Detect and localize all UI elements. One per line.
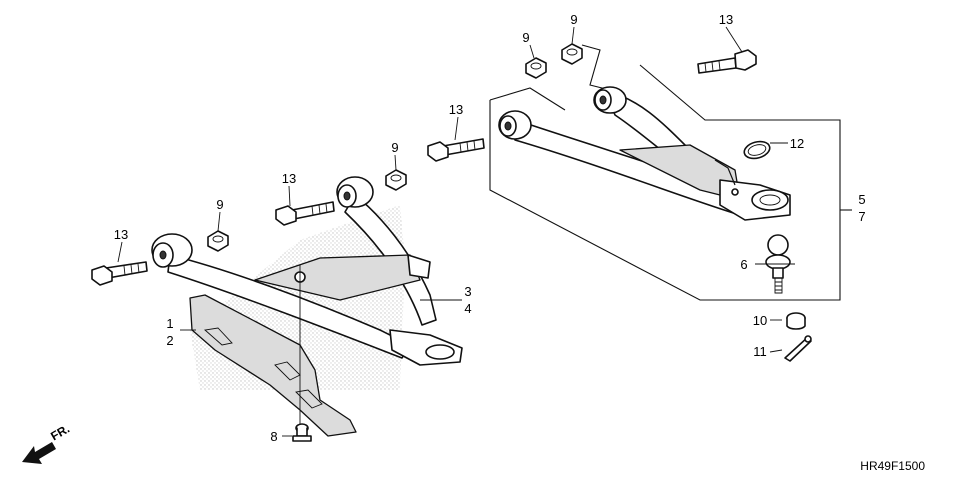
bolt-part-13-left xyxy=(91,261,148,286)
callout-5: 5 xyxy=(858,192,865,207)
nut-part-9-mid xyxy=(385,169,407,191)
callout-11: 11 xyxy=(753,344,767,359)
upper-arm-group-outline xyxy=(489,44,852,301)
callout-9-top-left: 9 xyxy=(522,30,529,45)
callout-6: 6 xyxy=(740,257,747,272)
bolt-part-8 xyxy=(292,423,312,442)
lower-control-arm xyxy=(151,176,463,366)
callout-8: 8 xyxy=(270,429,277,444)
callout-12: 12 xyxy=(790,136,804,151)
callout-2: 2 xyxy=(166,333,173,348)
leader-lines xyxy=(117,26,795,437)
callout-13-upper-mid: 13 xyxy=(449,102,463,117)
callout-13-mid: 13 xyxy=(282,171,296,186)
nut-part-9-top-right xyxy=(561,43,583,65)
drawing-code: HR49F1500 xyxy=(860,459,925,473)
bolt-part-13-upper-mid xyxy=(427,138,485,162)
upper-control-arm xyxy=(498,86,791,221)
callout-3: 3 xyxy=(464,284,471,299)
clip-part-12 xyxy=(743,140,771,160)
callout-numbers: 9 9 13 13 12 9 13 9 13 5 7 6 3 4 1 2 10 … xyxy=(114,12,866,444)
bolt-part-13-mid xyxy=(275,201,335,226)
callout-1: 1 xyxy=(166,316,173,331)
nut-part-9-left xyxy=(207,230,229,252)
callout-10: 10 xyxy=(753,313,767,328)
castle-nut-part-10 xyxy=(786,312,806,330)
bolt-part-13-top-right xyxy=(697,49,757,74)
front-direction-indicator: FR. xyxy=(22,422,72,464)
callout-9-left: 9 xyxy=(216,197,223,212)
callout-13-left: 13 xyxy=(114,227,128,242)
ball-joint-part-6 xyxy=(765,234,791,294)
callout-13-top-right: 13 xyxy=(719,12,733,27)
nut-part-9-top-left xyxy=(525,57,547,79)
callout-4: 4 xyxy=(464,301,471,316)
callout-7: 7 xyxy=(858,209,865,224)
front-arrow-icon xyxy=(22,442,56,464)
callout-9-mid: 9 xyxy=(391,140,398,155)
callout-9-top-right: 9 xyxy=(570,12,577,27)
front-direction-label: FR. xyxy=(48,422,72,444)
cotter-pin-part-11 xyxy=(784,335,812,362)
